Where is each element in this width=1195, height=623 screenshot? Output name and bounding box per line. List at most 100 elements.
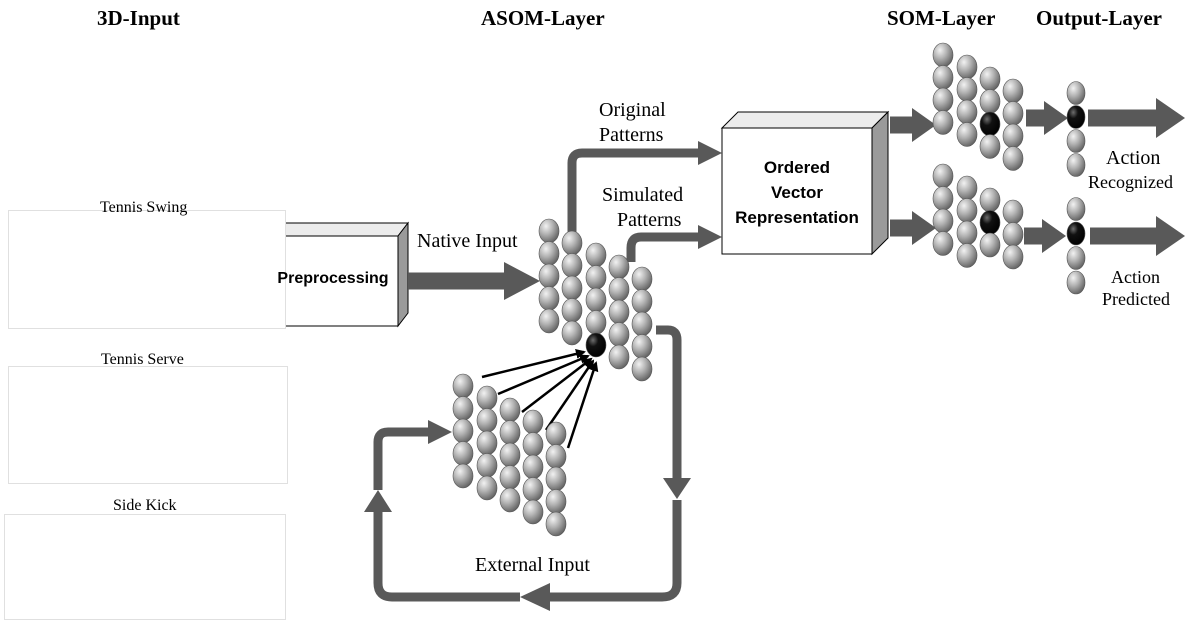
asom-grid-node (538, 218, 560, 244)
asom-grid-node (608, 254, 630, 280)
asom-grid-winner-node (585, 332, 607, 358)
asom-grid-node (561, 275, 583, 301)
som-top-grid-node (956, 99, 978, 125)
output-top-node (1066, 129, 1086, 153)
ordered-label-line1: Ordered (763, 158, 831, 177)
som-bottom-grid-node (932, 163, 954, 189)
external-grid-node (499, 420, 521, 445)
preprocessing-label: Preprocessing (277, 270, 389, 287)
asom-grid-node (538, 308, 560, 334)
external-grid-node (476, 385, 498, 411)
som-bottom-grid-node (1002, 244, 1024, 270)
external-input-arrow (373, 427, 430, 490)
som-bottom-grid-node (932, 186, 954, 211)
external-grid-node (499, 397, 521, 423)
som-bottom-grid-node (956, 220, 978, 246)
som-bottom-grid-node (1002, 199, 1024, 225)
asom-grid-node (608, 277, 630, 302)
external-grid-node (476, 475, 498, 501)
external-grid-node (522, 454, 544, 480)
asom-grid-node (608, 344, 630, 370)
simulated-patterns-line2: Patterns (617, 209, 682, 231)
asom-grid-node (561, 320, 583, 346)
action-predicted-line1: Action (1111, 267, 1160, 287)
panel-side-kick (4, 514, 286, 620)
asom-grid-node (585, 287, 607, 313)
flow-arrows (364, 98, 1185, 611)
external-grid-node (545, 489, 567, 514)
panel-title-side-kick: Side Kick (113, 497, 177, 514)
asom-grid-node (631, 356, 653, 382)
output-bottom-node (1066, 270, 1086, 295)
asom-grid-node (631, 334, 653, 359)
external-grid-node (522, 477, 544, 502)
header-output-layer: Output-Layer (1036, 6, 1162, 30)
preprocessing-box (266, 221, 410, 328)
action-predicted-line2: Predicted (1102, 289, 1170, 309)
external-grid-node (452, 463, 474, 489)
native-input-label: Native Input (417, 230, 518, 252)
output-top-winner-node (1066, 105, 1086, 129)
panel-title-tennis-serve: Tennis Serve (101, 351, 184, 368)
som-top-grid-node (1002, 78, 1024, 104)
external-grid-node (452, 373, 474, 399)
ordered-label-line3: Representation (735, 208, 859, 227)
external-grid-node (476, 453, 498, 478)
som-bottom-grid-node (979, 187, 1001, 213)
som-bottom-grid-node (956, 243, 978, 268)
simulated-patterns-line1: Simulated (602, 184, 684, 206)
panel-title-tennis-swing: Tennis Swing (100, 199, 188, 216)
external-grid-node (522, 499, 544, 525)
asom-grid-node (561, 230, 583, 256)
asom-grid-node (585, 242, 607, 268)
output-bottom-node (1066, 246, 1086, 270)
action-recognized-line1: Action (1106, 147, 1161, 169)
asom-grid-node (608, 299, 630, 325)
som-top-grid-node (956, 122, 978, 147)
external-grid-node (522, 432, 544, 457)
neuron-grids (452, 42, 1086, 537)
som-bottom-grid-node (1002, 222, 1024, 247)
asom-grid-node (538, 263, 560, 289)
external-grid-node (499, 465, 521, 490)
som-bottom-grid-node (932, 208, 954, 234)
som-top-grid-node (932, 42, 954, 68)
panel-tennis-serve (8, 366, 288, 484)
som-top-grid-node (979, 66, 1001, 92)
header-3d-input: 3D-Input (97, 6, 180, 30)
external-input-label: External Input (475, 554, 590, 576)
feedback-left-arrow (373, 510, 520, 602)
feedback-down-arrow (656, 325, 682, 478)
som-bottom-grid-winner-node (979, 210, 1001, 235)
output-bottom-winner-node (1066, 221, 1086, 246)
asom-grid-node (631, 266, 653, 292)
som-bottom-grid-node (956, 198, 978, 223)
som-top-grid-node (932, 110, 954, 135)
som-top-grid-node (1002, 146, 1024, 171)
som-top-grid-node (932, 65, 954, 90)
external-grid-node (452, 441, 474, 466)
som-top-grid-node (979, 134, 1001, 159)
ordered-label-line2: Vector (771, 183, 823, 202)
original-patterns-line1: Original (599, 99, 666, 121)
panel-tennis-swing (8, 210, 286, 329)
asom-grid-node (608, 322, 630, 347)
external-grid-node (545, 466, 567, 492)
external-grid-node (476, 408, 498, 433)
som-bottom-grid-node (956, 175, 978, 201)
som-top-grid-node (1002, 123, 1024, 149)
output-bottom-node (1066, 197, 1086, 221)
external-grid-node (452, 396, 474, 421)
som-top-grid-node (979, 89, 1001, 114)
output-top-node (1066, 153, 1086, 177)
action-recognized-line2: Recognized (1088, 172, 1173, 192)
asom-grid-node (538, 241, 560, 266)
asom-grid-node (631, 289, 653, 314)
asom-grid-node (631, 311, 653, 337)
original-patterns-arrow (567, 148, 700, 232)
simulated-patterns-arrow (626, 232, 700, 262)
asom-grid-node (585, 310, 607, 335)
external-grid-node (476, 430, 498, 456)
